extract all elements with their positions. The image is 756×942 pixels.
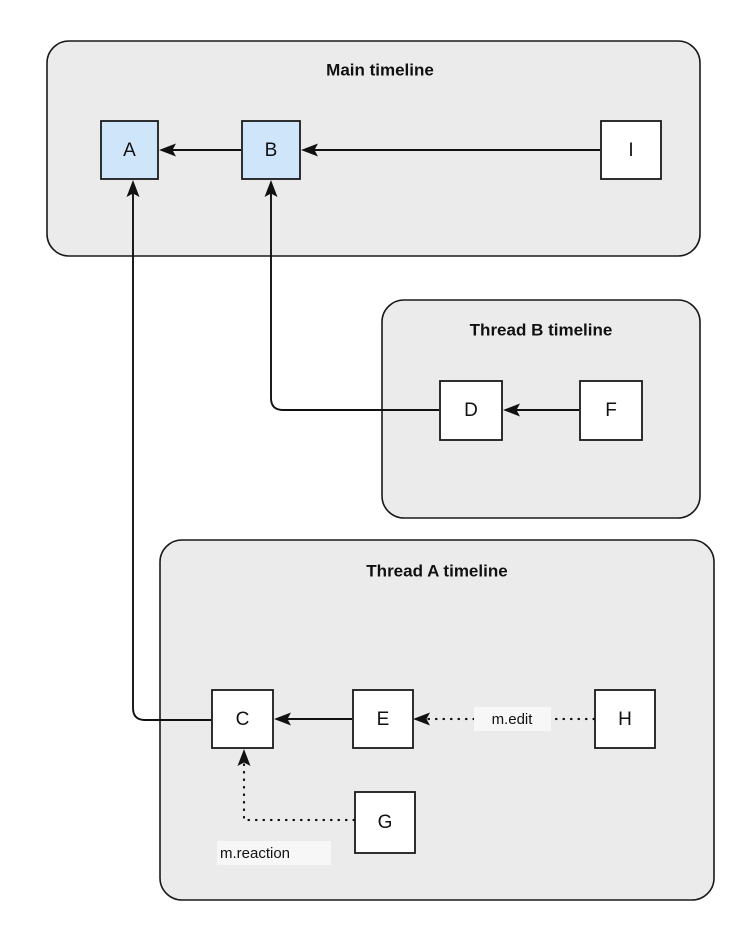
node-a-label: A: [123, 140, 136, 161]
node-b[interactable]: B: [241, 120, 301, 180]
panel-thread-a-timeline-title: Thread A timeline: [366, 561, 507, 580]
node-h-label: H: [618, 709, 632, 730]
edge-d-to-b-arrowhead: [264, 180, 278, 197]
edge-c-to-a-line: [132, 193, 211, 721]
node-c-label: C: [236, 709, 250, 730]
node-f-rect: [579, 380, 643, 441]
node-a[interactable]: A: [100, 120, 159, 180]
edge-c-to-a[interactable]: [126, 180, 212, 721]
panel-thread-b-timeline-rect: [381, 299, 701, 519]
edge-label-m-reaction: m.reaction: [217, 841, 331, 865]
edge-d-to-b-line: [270, 193, 439, 411]
edge-label-m-reaction-text: m.reaction: [220, 845, 290, 862]
edge-i-to-b[interactable]: [301, 143, 600, 157]
node-a-rect: [100, 120, 159, 180]
edge-label-m-reaction-bg: [217, 841, 331, 865]
node-c[interactable]: C: [211, 689, 274, 749]
edge-f-to-d[interactable]: [503, 403, 579, 417]
edge-b-to-a[interactable]: [159, 143, 241, 157]
node-g[interactable]: G: [354, 791, 416, 854]
node-h-rect: [594, 689, 656, 749]
node-group: A B I D F C: [100, 120, 662, 854]
node-e-label: E: [377, 709, 390, 730]
node-i-label: I: [628, 140, 633, 161]
edge-label-m-edit: m.edit: [474, 707, 551, 731]
node-d[interactable]: D: [439, 380, 503, 441]
node-d-rect: [439, 380, 503, 441]
node-e[interactable]: E: [352, 689, 414, 749]
node-f-label: F: [605, 400, 617, 421]
node-b-label: B: [265, 140, 278, 161]
edge-g-to-c-line: [242, 761, 356, 822]
node-b-rect: [241, 120, 301, 180]
edge-g-to-c-arrowhead: [237, 749, 251, 766]
edge-label-m-edit-text: m.edit: [492, 711, 534, 728]
node-i-rect: [600, 120, 662, 180]
node-d-label: D: [464, 400, 478, 421]
edge-e-to-c-arrowhead: [274, 712, 291, 726]
edge-g-to-c[interactable]: [237, 749, 356, 822]
node-i[interactable]: I: [600, 120, 662, 180]
panel-main-timeline[interactable]: Main timeline: [46, 40, 701, 257]
edge-c-to-a-arrowhead: [126, 180, 140, 197]
edge-b-to-a-arrowhead: [159, 143, 176, 157]
panel-thread-b-timeline[interactable]: Thread B timeline: [381, 299, 701, 519]
edge-d-to-b[interactable]: [264, 180, 440, 411]
node-g-label: G: [378, 812, 393, 833]
edge-h-to-e-arrowhead: [413, 712, 430, 726]
panel-thread-b-timeline-title: Thread B timeline: [470, 320, 613, 339]
edge-e-to-c[interactable]: [274, 712, 352, 726]
node-e-rect: [352, 689, 414, 749]
node-h[interactable]: H: [594, 689, 656, 749]
edge-label-group: m.edit m.reaction: [217, 707, 551, 865]
panel-main-timeline-title: Main timeline: [326, 60, 434, 79]
edge-f-to-d-arrowhead: [503, 403, 520, 417]
edge-i-to-b-arrowhead: [301, 143, 318, 157]
node-f[interactable]: F: [579, 380, 643, 441]
edge-label-m-edit-bg: [474, 707, 551, 731]
node-c-rect: [211, 689, 274, 749]
panel-main-timeline-rect: [46, 40, 701, 257]
node-g-rect: [354, 791, 416, 854]
panel-group: Main timeline Thread B timeline Thread A…: [46, 40, 715, 901]
